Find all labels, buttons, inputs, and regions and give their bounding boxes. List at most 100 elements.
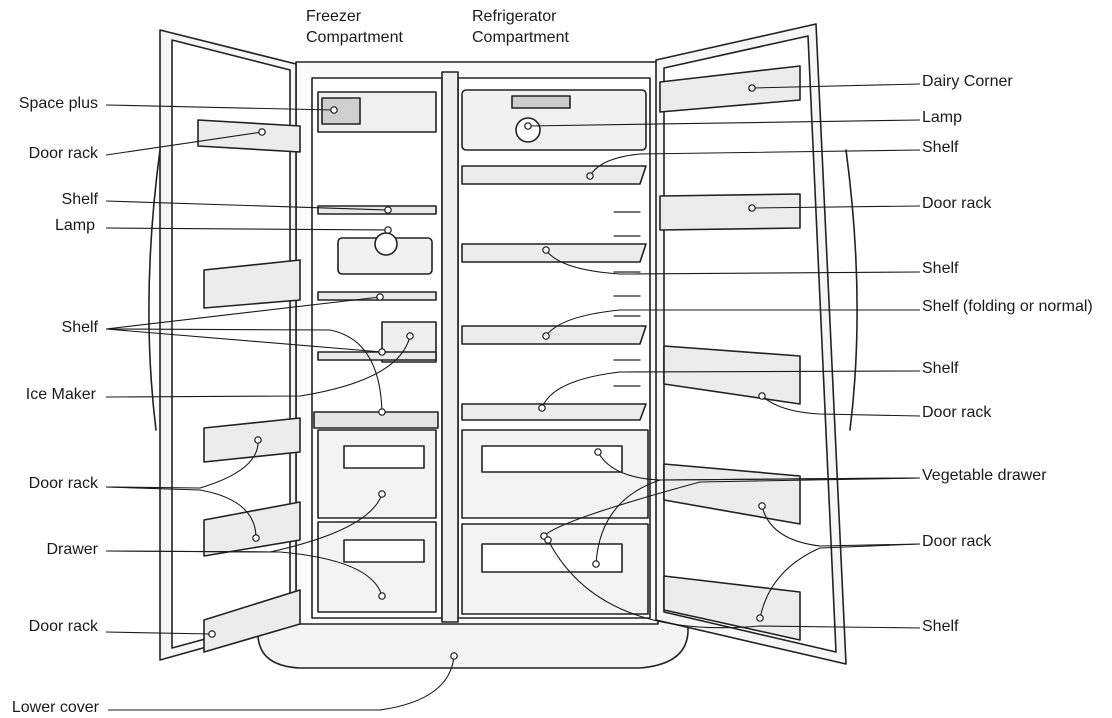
- leader-door-rack-r3b: [759, 543, 921, 619]
- refrigerator-header-line-1: Refrigerator: [472, 8, 557, 25]
- leader-shelf-l2b-dot-0: [378, 348, 386, 356]
- left-door-rack-4: [203, 501, 301, 557]
- leader-lamp-r-dot-0: [524, 122, 532, 130]
- lower-cover: [257, 619, 689, 669]
- fridge-shelf-3: [461, 325, 647, 345]
- leader-shelf-l2a: [105, 296, 381, 330]
- leader-door-rack-l2a: [105, 439, 259, 489]
- leader-shelf-r4-dot-0: [544, 536, 552, 544]
- refrigerator-header: Refrigerator Compartment: [472, 6, 569, 48]
- left-door-handle: [148, 149, 161, 431]
- fridge-shelf-1: [461, 165, 647, 185]
- leader-ice-maker: [105, 335, 411, 398]
- freezer-header-line-1: Freezer: [306, 8, 362, 25]
- left-door-rack-3: [203, 417, 301, 463]
- leader-door-rack-r3a-dot-0: [758, 502, 766, 510]
- freezer-header: Freezer Compartment: [306, 6, 403, 48]
- leader-vegetable-b: [595, 477, 921, 565]
- vegetable-drawer-top: [461, 429, 649, 519]
- left-door-rack-1: [197, 119, 301, 153]
- leader-shelf-l2a-dot-0: [376, 293, 384, 301]
- leader-dairy-corner-dot-0: [748, 84, 756, 92]
- label-door-rack-right-3: Door rack: [922, 533, 992, 550]
- label-shelf-left-2: Shelf: [61, 319, 98, 336]
- label-ice-maker: Ice Maker: [25, 386, 96, 403]
- leader-lower-cover: [108, 655, 455, 711]
- label-lamp-right: Lamp: [922, 109, 963, 126]
- center-divider: [441, 71, 459, 623]
- leader-door-rack-r3b-dot-0: [756, 614, 764, 622]
- label-space-plus: Space plus: [18, 95, 98, 112]
- leader-shelf-r1: [589, 149, 921, 177]
- leader-shelf-r4: [547, 539, 921, 629]
- leader-drawer-b: [105, 550, 383, 597]
- left-door-rack-2: [203, 259, 301, 309]
- fridge-shelf-4: [461, 403, 647, 421]
- leader-dairy-corner: [751, 83, 921, 89]
- label-shelf-right-4: Shelf: [922, 618, 959, 635]
- leader-door-rack-l2b: [105, 486, 257, 539]
- leader-shelf-r3: [541, 370, 921, 409]
- leader-shelf-l2c: [105, 328, 383, 413]
- leader-drawer-a: [105, 493, 383, 553]
- leader-shelf-r2: [545, 249, 921, 275]
- label-door-rack-right-2: Door rack: [922, 404, 992, 421]
- leader-door-rack-r2: [761, 395, 921, 417]
- label-drawer: Drawer: [46, 541, 98, 558]
- leader-door-rack-r2-dot-0: [758, 392, 766, 400]
- right-door-handle: [845, 149, 858, 431]
- label-dairy-corner: Dairy Corner: [922, 73, 1013, 90]
- leader-door-rack-l3-dot-0: [208, 630, 216, 638]
- leader-lamp-r: [527, 119, 921, 127]
- label-door-rack-left-1: Door rack: [28, 145, 98, 162]
- leader-door-rack-l1: [105, 131, 263, 156]
- label-shelf-left-1: Shelf: [61, 191, 98, 208]
- fridge-shelf-2: [461, 243, 647, 263]
- leader-lamp-l: [105, 227, 389, 231]
- leader-shelf-r1-dot-0: [586, 172, 594, 180]
- leader-drawer-a-dot-0: [378, 490, 386, 498]
- leader-door-rack-l1-dot-0: [258, 128, 266, 136]
- leader-shelf-l1: [105, 200, 389, 211]
- refrigerator-header-line-2: Compartment: [472, 29, 569, 46]
- leader-ice-maker-dot-0: [406, 332, 414, 340]
- leader-lamp-l-dot-0: [384, 226, 392, 234]
- label-shelf-folding: Shelf (folding or normal): [922, 298, 1093, 315]
- label-door-rack-right-1: Door rack: [922, 195, 992, 212]
- leader-shelf-l2c-dot-0: [378, 408, 386, 416]
- leader-door-rack-l3: [105, 631, 213, 635]
- label-shelf-right-1: Shelf: [922, 139, 959, 156]
- leader-space-plus: [105, 104, 335, 111]
- leader-shelf-r3-dot-0: [538, 404, 546, 412]
- leader-door-rack-r1: [751, 205, 921, 209]
- leader-shelf-r2-dot-0: [542, 246, 550, 254]
- leader-door-rack-r1-dot-0: [748, 204, 756, 212]
- leader-vegetable-a-dot-0: [594, 448, 602, 456]
- leader-door-rack-l2b-dot-0: [252, 534, 260, 542]
- right-door-rack-4: [663, 575, 801, 641]
- leader-shelf-l1-dot-0: [384, 206, 392, 214]
- leader-vegetable-c: [543, 477, 921, 537]
- label-lamp-left: Lamp: [54, 217, 95, 234]
- dairy-corner: [659, 65, 801, 113]
- leader-shelf-folding: [545, 309, 920, 337]
- fridge-lamp-panel: [461, 89, 647, 151]
- label-shelf-right-3: Shelf: [922, 360, 959, 377]
- label-lower-cover: Lower cover: [11, 699, 99, 716]
- left-door-rack-5: [203, 589, 301, 653]
- freezer-shelf-3: [317, 351, 437, 361]
- label-door-rack-left-3: Door rack: [28, 618, 98, 635]
- leader-space-plus-dot-0: [330, 106, 338, 114]
- leader-drawer-b-dot-0: [378, 592, 386, 600]
- leader-lower-cover-dot-0: [450, 652, 458, 660]
- leader-shelf-l2b: [105, 328, 383, 353]
- right-door-rack-1: [659, 193, 801, 231]
- freezer-drawer-top: [313, 411, 439, 429]
- label-shelf-right-2: Shelf: [922, 260, 959, 277]
- leader-door-rack-l2a-dot-0: [254, 436, 262, 444]
- leader-door-rack-r3a: [761, 505, 921, 547]
- label-door-rack-left-2: Door rack: [28, 475, 98, 492]
- freezer-header-line-2: Compartment: [306, 29, 403, 46]
- label-vegetable-drawer: Vegetable drawer: [922, 467, 1047, 484]
